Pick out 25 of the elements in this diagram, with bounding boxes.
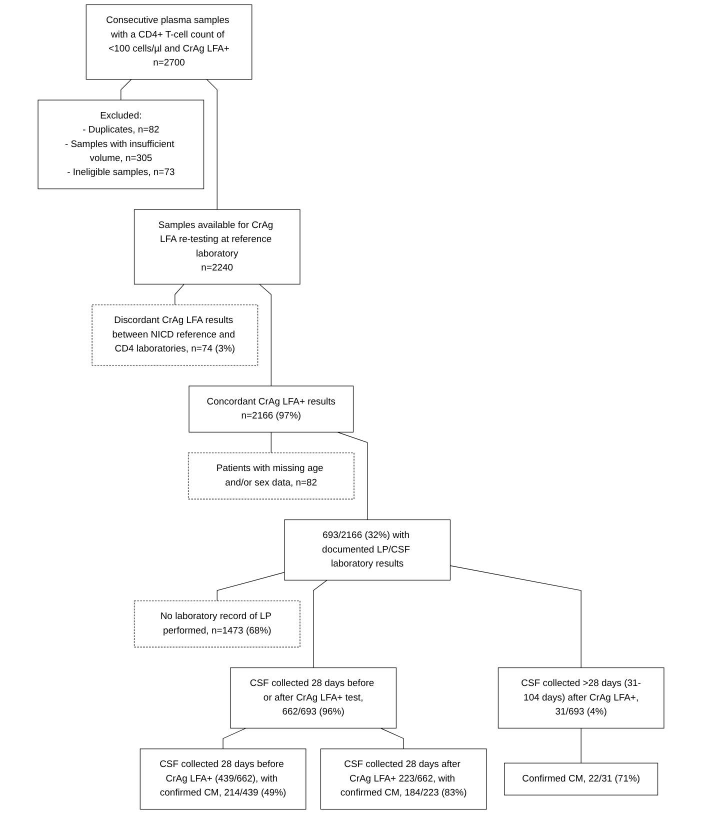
- node-box: CSF collected 28 days after CrAg LFA+ 223/662, with confirmed CM, 184/223 (83%): [320, 748, 487, 810]
- node-box: No laboratory record of LP performed, n=1473 (68%): [134, 600, 300, 648]
- connector: [222, 728, 246, 750]
- connector: [270, 432, 272, 454]
- connector: [380, 728, 404, 750]
- node-box: Confirmed CM, 22/31 (71%): [504, 762, 658, 796]
- node-box: CSF collected >28 days (31-104 days) after CrAg LFA+, 31/693 (4%): [498, 667, 664, 728]
- node-box: Discordant CrAg LFA results between NICD reference and CD4 laboratories, n=74 (3%): [92, 304, 258, 366]
- connector: [206, 79, 218, 210]
- connector: [259, 284, 272, 386]
- connector: [313, 580, 328, 668]
- node-box: Consecutive plasma samples with a CD4+ T-cell count of <100 cells/µl and CrAg LFA+ n=2700: [86, 4, 252, 80]
- connector: [174, 284, 184, 306]
- node-box: 693/2166 (32%) with documented LP/CSF laboratory results: [284, 519, 451, 580]
- connector: [216, 572, 285, 602]
- node-box: CSF collected 28 days before CrAg LFA+ (439/662), with confirmed CM, 214/439 (49%): [140, 748, 306, 810]
- connector: [337, 432, 368, 520]
- node-box: CSF collected 28 days before or after CrAg LFA+ test, 662/693 (96%): [230, 667, 396, 728]
- connector: [120, 79, 132, 100]
- connector: [580, 728, 582, 764]
- node-box: Patients with missing age and/or sex data, n=82: [188, 452, 354, 500]
- node-box: Excluded: - Duplicates, n=82 - Samples with insufficient volume, n=305 - Ineligible samples, n=73: [38, 100, 204, 190]
- node-box: Samples available for CrAg LFA re-testing at reference laboratory n=2240: [134, 209, 300, 284]
- node-box: Concordant CrAg LFA+ results n=2166 (97%): [188, 386, 354, 432]
- connector: [450, 565, 582, 668]
